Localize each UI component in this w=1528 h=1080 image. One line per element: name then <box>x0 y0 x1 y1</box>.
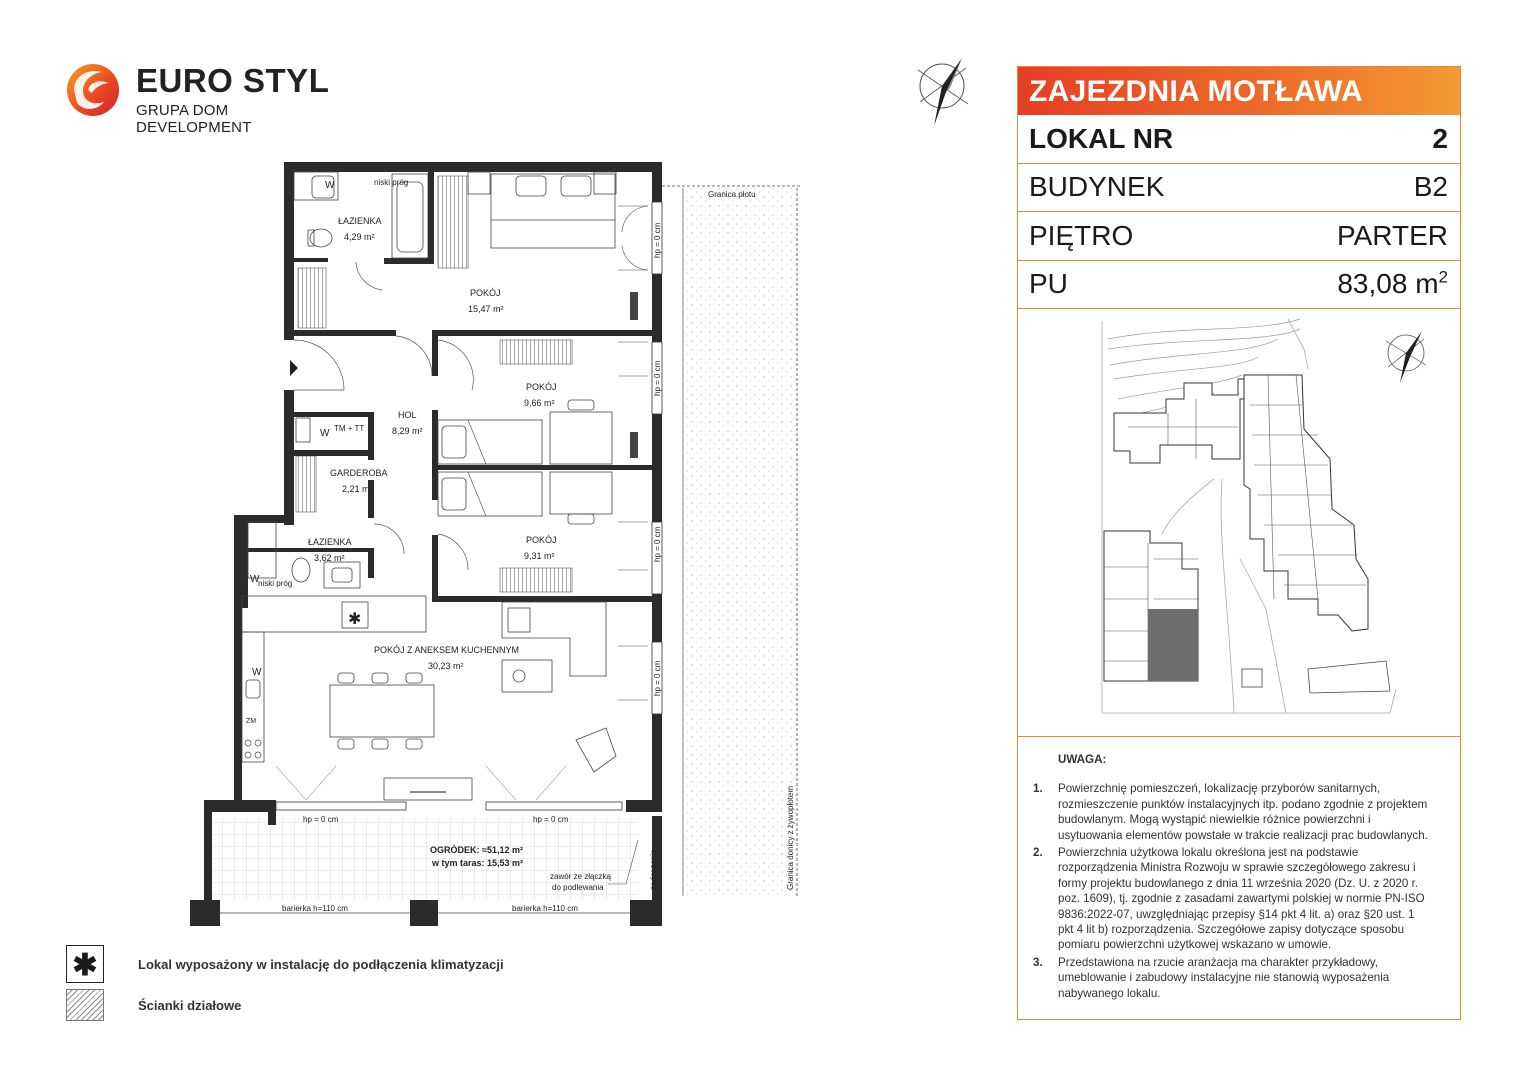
legend-ac-text: Lokal wyposażony w instalację do podłącz… <box>138 957 504 972</box>
w-mark-4: W <box>252 667 262 678</box>
ac-symbol: ✱ <box>348 611 361 628</box>
compass-north-icon <box>917 58 969 126</box>
floor-value: PARTER <box>1337 219 1448 251</box>
brand-name: EURO STYL <box>136 62 330 99</box>
highlighted-unit <box>1148 609 1198 681</box>
fence-label: Granica płotu <box>708 190 756 199</box>
unit-number-value: 2 <box>1432 122 1448 154</box>
row-unit-number: LOKAL NR 2 <box>1018 115 1460 164</box>
hp-label-3: hp = 0 cm <box>653 526 662 562</box>
w-mark-3: W <box>250 574 260 585</box>
living-area: 30,23 m² <box>428 661 464 671</box>
garden-area <box>683 188 797 896</box>
compass <box>912 56 980 128</box>
barrier-label-2: barierka h=110 cm <box>512 904 578 913</box>
floor-plan-drawing: Granica płotu Granica donicy z żywopłote… <box>190 162 800 926</box>
w-mark-2: W <box>320 428 330 439</box>
hp-label-4: hp = 0 cm <box>653 660 662 696</box>
threshold-label-2: niski próg <box>258 579 292 588</box>
site-compass-icon <box>1385 331 1427 383</box>
valve-label-2: do podlewania <box>552 883 604 892</box>
euro-styl-logo-icon <box>67 64 119 116</box>
area-value: 83,08 m2 <box>1337 267 1448 300</box>
hall-area: 8,29 m² <box>392 426 423 436</box>
info-panel: ZAJEZDNIA MOTŁAWA LOKAL NR 2 BUDYNEK B2 … <box>1017 66 1461 1020</box>
floor-label: PIĘTRO <box>1029 219 1134 251</box>
bath2-area: 3,62 m² <box>314 553 345 563</box>
threshold-label-1: niski próg <box>374 178 408 187</box>
bed1-name: POKÓJ <box>470 288 501 298</box>
row-building: BUDYNEK B2 <box>1018 164 1460 212</box>
brand-subtitle: GRUPA DOM DEVELOPMENT <box>136 102 252 136</box>
bed1-area: 15,47 m² <box>468 304 504 314</box>
barrier-label-1: barierka h=110 cm <box>282 904 348 913</box>
hp-label-1: hp = 0 cm <box>653 222 662 258</box>
valve-label-1: zawór ze złączką <box>550 872 611 881</box>
floor-plan: Granica płotu Granica donicy z żywopłote… <box>186 150 806 935</box>
outer-walls <box>190 162 662 926</box>
unit-number-label: LOKAL NR <box>1029 122 1174 154</box>
project-title: ZAJEZDNIA MOTŁAWA <box>1018 67 1460 115</box>
terrace-area-label: w tym taras: 15,53 m² <box>431 858 523 868</box>
bed3-area: 9,31 m² <box>524 551 555 561</box>
notes-heading: UWAGA: <box>1058 753 1107 766</box>
legend-hatch-icon <box>66 989 104 1021</box>
bed3-name: POKÓJ <box>526 535 557 545</box>
row-area: PU 83,08 m2 <box>1018 261 1460 309</box>
site-plan <box>1018 309 1460 737</box>
wardrobe-area: 2,21 m² <box>342 484 373 494</box>
brand-logo: EURO STYL GRUPA DOM DEVELOPMENT <box>64 60 344 136</box>
note-item: 3. Przedstawiona na rzucie aranżacja ma … <box>1033 955 1390 1000</box>
hall-name: HOL <box>398 410 417 420</box>
legend-ac-icon: ✱ <box>66 945 104 983</box>
legend-walls-text: Ścianki działowe <box>138 998 242 1013</box>
note-item: 1. Powierzchnię pomieszczeń, lokalizację… <box>1033 782 1428 842</box>
bed2-name: POKÓJ <box>526 382 557 392</box>
tm-mark: TM + TT <box>334 424 364 433</box>
bath1-area: 4,29 m² <box>344 232 375 242</box>
building-label: BUDYNEK <box>1029 171 1165 203</box>
hedge-label: Granica donicy z żywopłotem <box>786 786 795 890</box>
hp-label-2: hp = 0 cm <box>653 360 662 396</box>
garden-area-label: OGRÓDEK: ≈51,12 m² <box>430 844 523 855</box>
bed2-area: 9,66 m² <box>524 398 555 408</box>
bath1-name: ŁAZIENKA <box>338 216 382 226</box>
living-name: POKÓJ Z ANEKSEM KUCHENNYM <box>374 645 519 655</box>
notes-section: UWAGA: 1. Powierzchnię pomieszczeń, loka… <box>1018 737 1460 1001</box>
w-mark: W <box>325 180 335 191</box>
plant-label: zadaszenia <box>649 849 658 890</box>
hp-label-6: hp = 0 cm <box>533 815 569 824</box>
area-label: PU <box>1029 268 1068 300</box>
zm-mark: ZM <box>246 718 256 725</box>
building-value: B2 <box>1413 171 1448 203</box>
note-item: 2. Powierzchnia użytkowa lokalu określon… <box>1033 846 1425 952</box>
wardrobe-name: GARDEROBA <box>330 468 388 478</box>
hp-label-5: hp = 0 cm <box>303 815 339 824</box>
bath2-name: ŁAZIENKA <box>308 537 352 547</box>
interior-walls <box>242 162 652 608</box>
row-floor: PIĘTRO PARTER <box>1018 212 1460 261</box>
terrace <box>208 818 638 900</box>
site-plan-drawing <box>1101 318 1427 714</box>
